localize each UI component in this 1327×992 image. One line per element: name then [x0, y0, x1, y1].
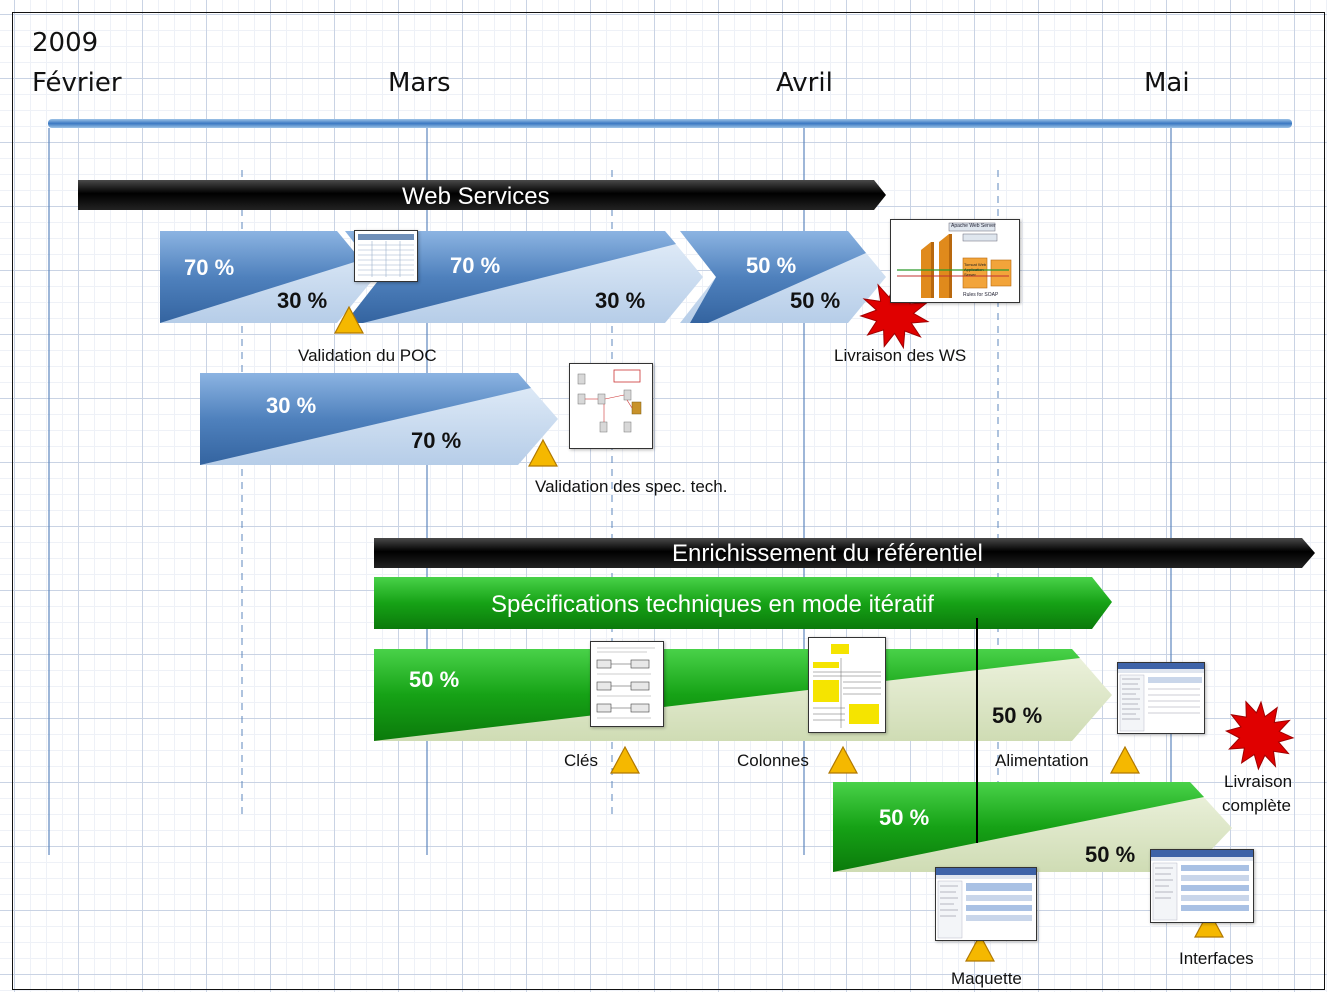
task-4-done: 30 % — [266, 393, 317, 418]
task-6-done: 50 % — [879, 805, 930, 830]
task-5-done: 50 % — [409, 667, 460, 692]
milestone-poc-icon — [333, 305, 365, 334]
task-4-remaining: 70 % — [411, 428, 462, 453]
alimentation-screenshot-thumbnail — [1117, 662, 1205, 734]
maquette-screenshot-thumbnail — [935, 867, 1037, 941]
milestone-interfaces-label: Interfaces — [1179, 949, 1254, 968]
milestone-livraison-label-1: Livraison — [1224, 772, 1293, 791]
year-label: 2009 — [32, 28, 99, 58]
task-bar-2 — [345, 231, 703, 323]
task-5-remaining: 50 % — [992, 703, 1043, 728]
specs-bar — [374, 577, 1112, 629]
milestone-alimentation-icon — [1109, 745, 1141, 774]
task-3-done: 50 % — [746, 253, 797, 278]
task-2-remaining: 30 % — [595, 288, 646, 313]
diagram-frame — [12, 12, 1325, 990]
month-mai: Mai — [1144, 68, 1190, 98]
enrichissement-bar — [374, 538, 1315, 568]
tomcat-label: Tomcat Web Application Server — [964, 262, 987, 277]
milestone-maquette-icon — [964, 933, 996, 962]
milestone-ws-label: Livraison des WS — [834, 346, 967, 365]
month-mars: Mars — [388, 68, 451, 98]
web-services-title: Web Services — [402, 183, 550, 210]
rules-label: Rules for SOAP — [963, 292, 999, 298]
poc-table-thumbnail — [354, 230, 418, 282]
milestone-cles-icon — [609, 745, 641, 774]
timeline-axis — [48, 119, 1292, 128]
task-6-remaining: 50 % — [1085, 842, 1136, 867]
milestone-spec-tech-icon — [527, 438, 559, 467]
milestone-maquette-label: Maquette — [951, 969, 1022, 988]
colonnes-document-thumbnail — [808, 637, 886, 733]
milestone-spec-tech-label: Validation des spec. tech. — [535, 477, 728, 496]
apache-label: Apache Web Server — [951, 223, 996, 229]
interfaces-screenshot-thumbnail — [1150, 849, 1254, 923]
cles-document-thumbnail — [590, 641, 664, 727]
month-fevrier: Février — [32, 68, 122, 98]
milestone-poc-label: Validation du POC — [298, 346, 437, 365]
task-3-remaining: 50 % — [790, 288, 841, 313]
milestone-livraison-label-2: complète — [1222, 796, 1291, 815]
milestone-cles-label: Clés — [564, 751, 599, 770]
specs-title: Spécifications techniques en mode itérat… — [491, 591, 934, 618]
task-1-done: 70 % — [184, 255, 235, 280]
enrichissement-title: Enrichissement du référentiel — [672, 540, 983, 567]
web-services-bar — [78, 180, 886, 210]
milestone-interfaces-icon — [1193, 909, 1225, 938]
architecture-thumbnail: Apache Web Server Tomcat Web Application… — [890, 219, 1020, 303]
task-bar-6 — [833, 782, 1232, 872]
spec-diagram-thumbnail — [569, 363, 653, 449]
star-livraison-icon — [1224, 700, 1295, 771]
task-1-remaining: 30 % — [277, 288, 328, 313]
task-bar-3 — [680, 231, 886, 323]
task-bar-5 — [374, 649, 1112, 741]
task-bar-1 — [160, 231, 375, 323]
month-avril: Avril — [776, 68, 833, 98]
task-bar-4 — [200, 373, 558, 465]
task-2-done: 70 % — [450, 253, 501, 278]
milestone-colonnes-icon — [827, 745, 859, 774]
milestone-colonnes-label: Colonnes — [737, 751, 809, 770]
milestone-alimentation-label: Alimentation — [995, 751, 1089, 770]
